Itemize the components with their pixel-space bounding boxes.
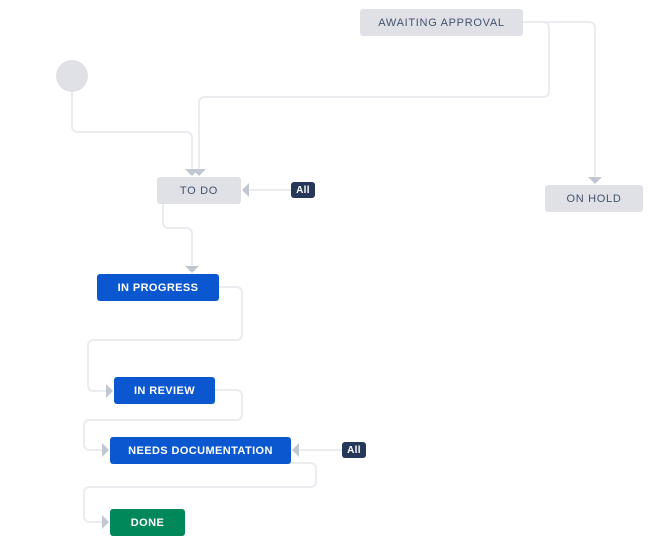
edge-all-to-todo: [242, 183, 292, 197]
status-node-label-awaiting-approval: AWAITING APPROVAL: [378, 16, 505, 29]
edge-start-to-todo: [71, 91, 199, 176]
status-node-awaiting-approval[interactable]: AWAITING APPROVAL: [360, 9, 523, 36]
status-node-done[interactable]: DONE: [110, 509, 185, 536]
edge-in-progress-to-in-review: [87, 286, 243, 398]
status-node-label-needs-documentation: NEEDS DOCUMENTATION: [128, 444, 273, 457]
transition-badge-badge-all-todo[interactable]: All: [291, 182, 315, 198]
status-node-label-in-review: IN REVIEW: [133, 384, 196, 397]
edge-todo-to-in-progress: [162, 203, 199, 273]
status-node-label-on-hold: ON HOLD: [566, 192, 622, 205]
edge-needs-documentation-to-done: [83, 462, 317, 529]
status-node-to-do[interactable]: TO DO: [157, 177, 241, 204]
status-node-label-done: DONE: [130, 516, 165, 529]
edge-todo-to-in-progress-arrowhead: [185, 266, 199, 273]
transition-badge-label: All: [296, 184, 310, 196]
edge-all-to-todo-arrowhead: [242, 183, 249, 197]
transition-badge-badge-all-needs-documentation[interactable]: All: [342, 442, 366, 458]
start-circle-node[interactable]: [56, 60, 88, 92]
status-node-in-review[interactable]: IN REVIEW: [114, 377, 215, 404]
edge-awaiting-approval-to-todo: [192, 21, 550, 176]
status-node-in-progress[interactable]: IN PROGRESS: [97, 274, 219, 301]
edge-in-progress-to-in-review-arrowhead: [106, 384, 113, 398]
status-node-needs-documentation[interactable]: NEEDS DOCUMENTATION: [110, 437, 291, 464]
status-node-label-in-progress: IN PROGRESS: [117, 281, 199, 294]
edge-all-to-needs-documentation-arrowhead: [292, 443, 299, 457]
edge-awaiting-approval-to-on-hold: [522, 21, 602, 184]
edge-awaiting-approval-to-todo-arrowhead: [192, 169, 206, 176]
status-node-on-hold[interactable]: ON HOLD: [545, 185, 643, 212]
edge-all-to-needs-documentation: [292, 443, 343, 457]
transition-badge-label: All: [347, 444, 361, 456]
status-node-label-to-do: TO DO: [179, 184, 219, 197]
edge-in-review-to-needs-documentation-arrowhead: [102, 443, 109, 457]
edge-needs-documentation-to-done-arrowhead: [102, 515, 109, 529]
edge-in-review-to-needs-documentation: [83, 389, 243, 457]
edge-awaiting-approval-to-on-hold-arrowhead: [588, 177, 602, 184]
